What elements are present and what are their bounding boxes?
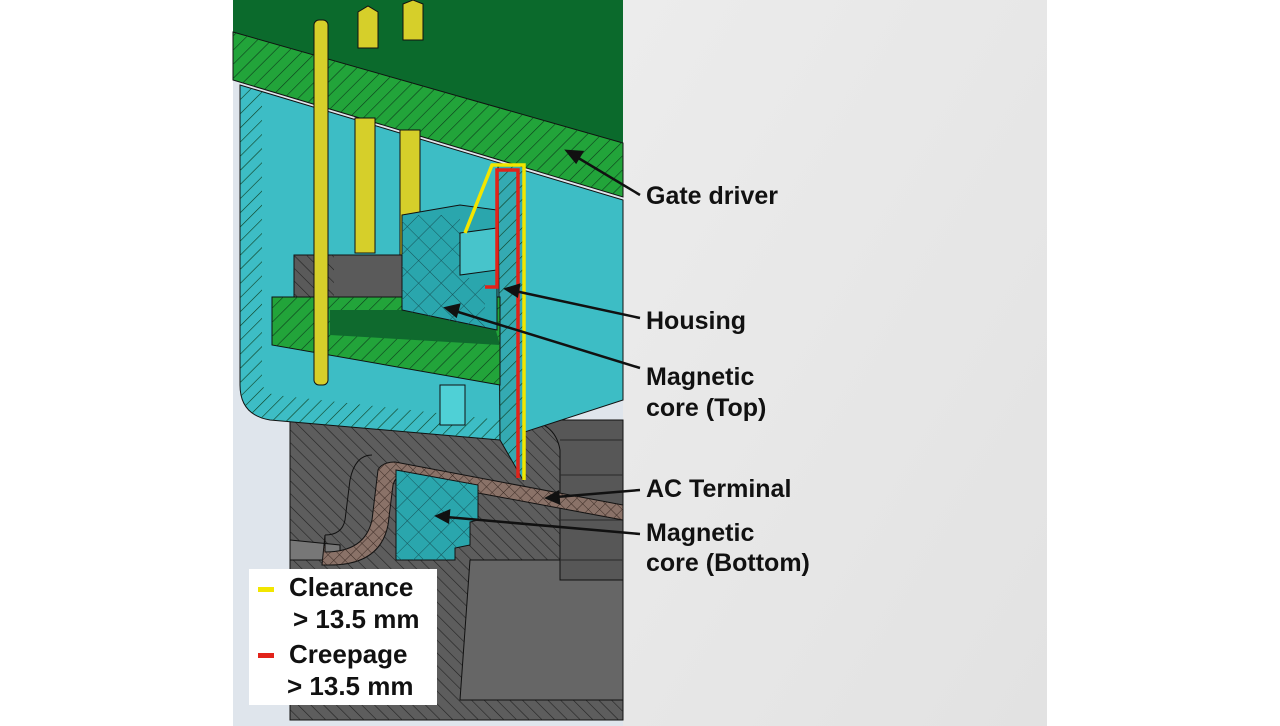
legend: Clearance > 13.5 mm Creepage > 13.5 mm (249, 569, 437, 705)
label-ac-terminal: AC Terminal (646, 475, 792, 503)
clearance-swatch (258, 587, 274, 592)
clearance-path (463, 163, 526, 480)
label-magnetic-core-top-line2: core (Top) (646, 394, 767, 422)
legend-clearance-value: > 13.5 mm (293, 604, 420, 634)
legend-creepage-value: > 13.5 mm (287, 671, 414, 701)
right-panel-background (623, 0, 1047, 726)
label-magnetic-core-bottom-line2: core (Bottom) (646, 549, 810, 577)
legend-creepage-label: Creepage (289, 639, 408, 669)
label-magnetic-core-bottom-line1: Magnetic (646, 519, 755, 547)
label-magnetic-core-top-line1: Magnetic (646, 363, 755, 391)
creepage-swatch (258, 653, 274, 658)
creepage-path (485, 168, 520, 478)
leader-arrows (434, 149, 641, 536)
label-gate-driver: Gate driver (646, 182, 779, 210)
label-housing: Housing (646, 307, 746, 335)
magnetic-core-top (401, 204, 498, 331)
legend-clearance-label: Clearance (289, 572, 414, 602)
gate-driver-pcb (232, 0, 624, 198)
